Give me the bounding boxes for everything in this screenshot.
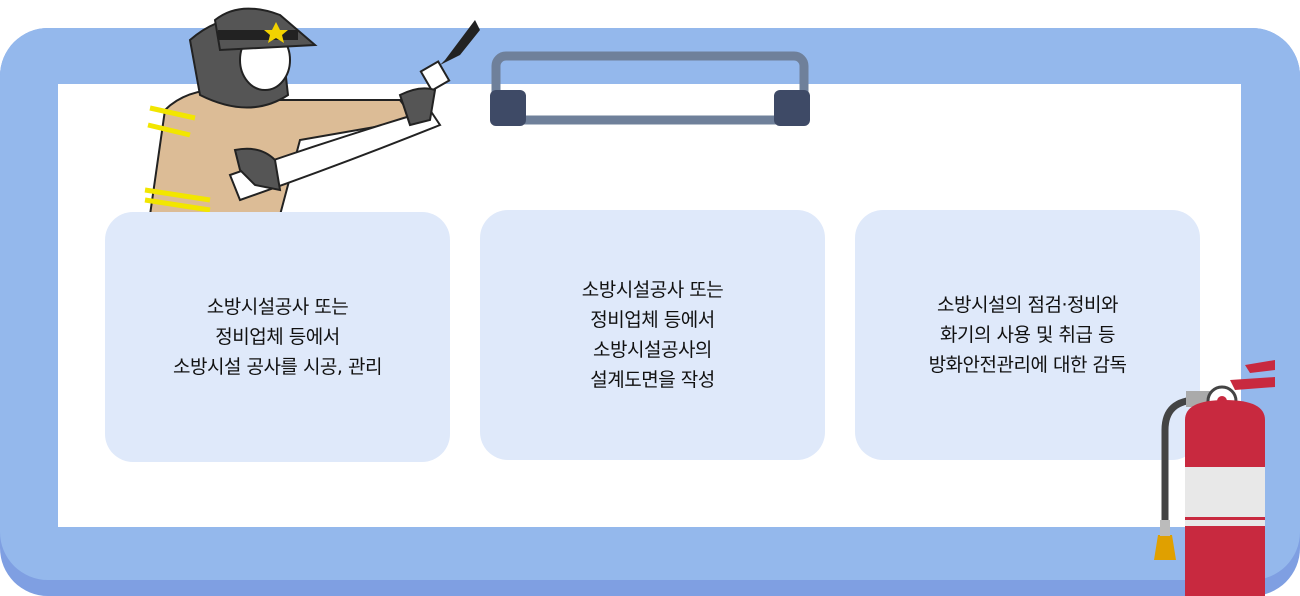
role-card-text: 소방시설공사 또는 정비업체 등에서 소방시설공사의 설계도면을 작성 [581, 279, 724, 391]
role-card-supervision: 소방시설의 점검·정비와 화기의 사용 및 취급 등 방화안전관리에 대한 감독 [855, 210, 1200, 460]
clipboard-clip-icon [490, 51, 810, 126]
role-card-text: 소방시설의 점검·정비와 화기의 사용 및 취급 등 방화안전관리에 대한 감독 [928, 294, 1127, 376]
role-card-text: 소방시설공사 또는 정비업체 등에서 소방시설 공사를 시공, 관리 [173, 296, 382, 378]
fire-extinguisher-icon [1154, 360, 1275, 596]
role-card-construction: 소방시설공사 또는 정비업체 등에서 소방시설 공사를 시공, 관리 [105, 212, 450, 462]
role-card-design: 소방시설공사 또는 정비업체 등에서 소방시설공사의 설계도면을 작성 [480, 210, 825, 460]
firefighter-illustration-icon [144, 7, 480, 215]
